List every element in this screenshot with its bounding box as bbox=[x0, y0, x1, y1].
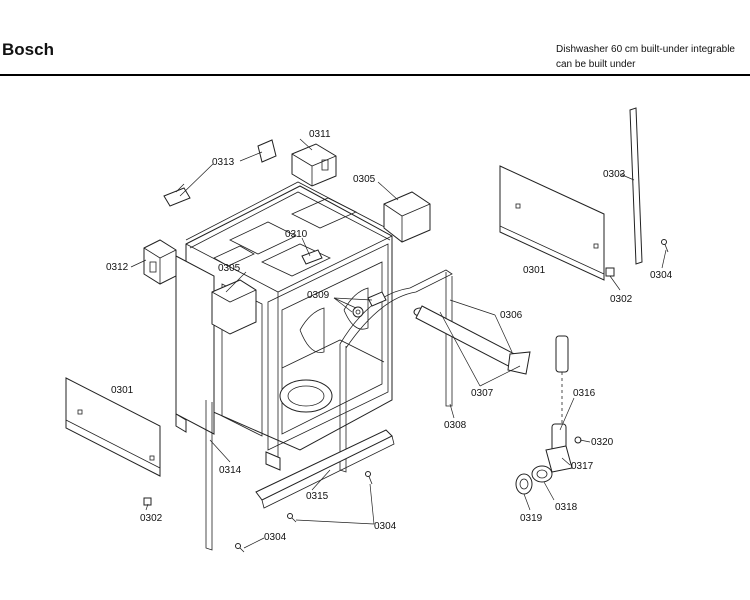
label-0306: 0306 bbox=[500, 310, 523, 321]
part-0309 bbox=[352, 291, 387, 318]
label-0301-left: 0301 bbox=[111, 385, 134, 396]
label-0315: 0315 bbox=[306, 491, 329, 502]
part-0305-right bbox=[383, 191, 431, 243]
model-description-line-1: Dishwasher 60 cm built-under integrable bbox=[556, 44, 735, 55]
label-0301-right: 0301 bbox=[523, 265, 546, 276]
label-0316: 0316 bbox=[573, 388, 596, 399]
label-0302-right: 0302 bbox=[610, 294, 633, 305]
part-0304-screws-lower bbox=[235, 471, 373, 553]
label-0312: 0312 bbox=[106, 262, 129, 273]
label-0313: 0313 bbox=[212, 157, 235, 168]
label-0311: 0311 bbox=[309, 129, 331, 140]
header-divider bbox=[0, 74, 750, 76]
label-0320: 0320 bbox=[591, 437, 614, 448]
part-0316-tube bbox=[551, 335, 569, 453]
part-0310 bbox=[301, 249, 323, 265]
part-0301-panel-right bbox=[499, 165, 605, 281]
label-0302-left: 0302 bbox=[140, 513, 163, 524]
model-description: Dishwasher 60 cm built-under integrable … bbox=[556, 42, 735, 72]
part-0312 bbox=[143, 239, 177, 285]
label-0310: 0310 bbox=[285, 229, 308, 240]
part-0313-bracket bbox=[163, 139, 277, 207]
label-0305-top: 0305 bbox=[353, 174, 376, 185]
label-0304-right: 0304 bbox=[650, 270, 673, 281]
label-0317: 0317 bbox=[571, 461, 594, 472]
part-0303-strip bbox=[629, 107, 643, 265]
label-0305-left: 0305 bbox=[218, 263, 241, 274]
part-0304-screw-right bbox=[661, 239, 669, 253]
part-0305-left bbox=[211, 279, 257, 335]
part-0302-clip-right bbox=[605, 267, 615, 277]
label-0314: 0314 bbox=[219, 465, 242, 476]
label-0309: 0309 bbox=[307, 290, 330, 301]
label-0308: 0308 bbox=[444, 420, 467, 431]
part-0301-panel-left bbox=[65, 377, 161, 477]
part-labels: 0311 0313 0305 0310 0312 0305 0309 0303 … bbox=[106, 129, 673, 543]
leader-lines bbox=[130, 138, 667, 549]
part-0306-arm bbox=[413, 305, 531, 375]
part-0302-clip-left bbox=[143, 497, 152, 506]
label-0304-lower: 0304 bbox=[374, 521, 397, 532]
part-0315-rail bbox=[255, 429, 395, 509]
part-0317 bbox=[545, 445, 573, 473]
label-0304-bottom: 0304 bbox=[264, 532, 287, 543]
brand-name: Bosch bbox=[2, 40, 54, 59]
label-0319: 0319 bbox=[520, 513, 543, 524]
part-0319 bbox=[515, 473, 533, 495]
part-0318 bbox=[531, 465, 553, 483]
label-0318: 0318 bbox=[555, 502, 578, 513]
label-0307: 0307 bbox=[471, 388, 494, 399]
tub-frame bbox=[175, 181, 395, 471]
model-description-line-2: can be built under bbox=[556, 59, 636, 70]
part-0311 bbox=[291, 143, 337, 187]
label-0303: 0303 bbox=[603, 169, 626, 180]
